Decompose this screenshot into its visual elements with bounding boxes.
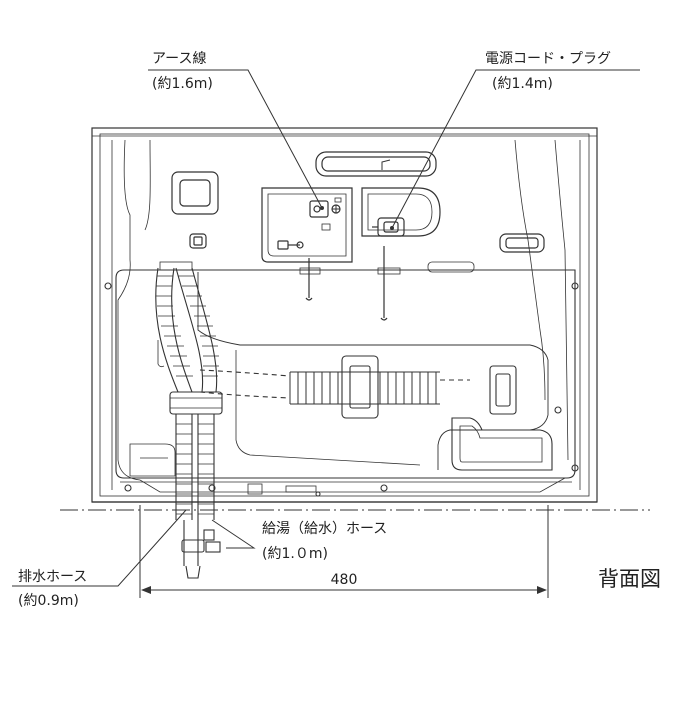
power-cord-length: (約1.4m) (492, 76, 553, 92)
power-inlet (361, 187, 441, 237)
right-slot (499, 233, 545, 253)
terminal-plate (261, 187, 353, 263)
upper-left-port (171, 171, 219, 249)
lower-panel (104, 269, 579, 497)
drain-hose-length: (約0.9m) (18, 593, 79, 609)
earth-wire-label: アース線 (152, 51, 206, 67)
power-cord-pointer (390, 226, 394, 230)
leader-lines (12, 69, 640, 587)
width-dimension (139, 505, 549, 598)
view-title: 背面図 (598, 567, 661, 591)
drain-hose-label: 排水ホース (18, 569, 87, 585)
internal-hose-ribs (289, 371, 440, 405)
appliance-body (91, 127, 598, 503)
drain-and-supply-hoses (155, 261, 223, 579)
cord-lines (299, 246, 475, 321)
earth-wire-length: (約1.6m) (152, 76, 213, 92)
hot-water-hose-length: (約1.０m) (262, 546, 328, 562)
hot-water-hose-label: 給湯（給水）ホース (262, 520, 387, 537)
width-dimension-value: 480 (331, 572, 358, 588)
power-cord-label: 電源コード・プラグ (485, 51, 611, 67)
earth-wire-pointer (320, 206, 324, 210)
top-slot (315, 151, 437, 177)
